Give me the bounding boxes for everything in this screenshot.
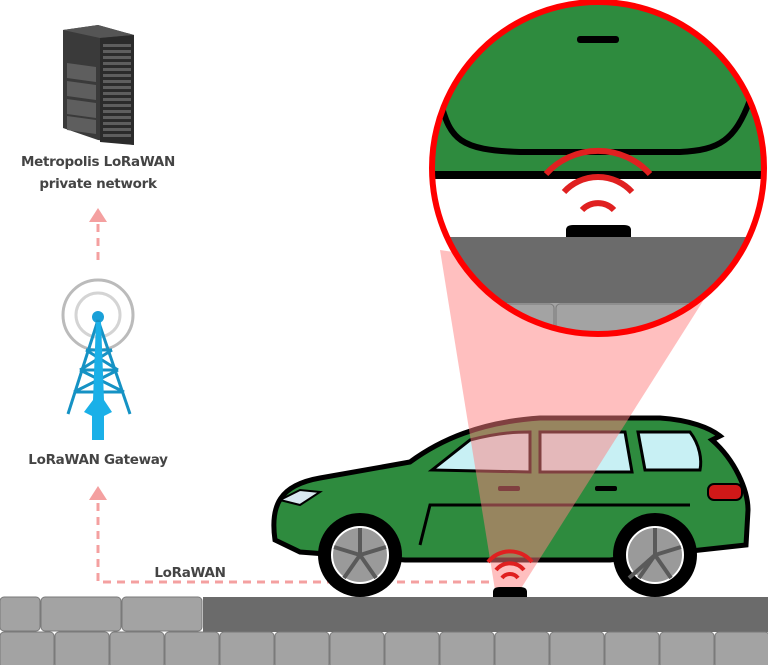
parking-sensor-icon [486, 549, 534, 597]
server-label-line1: Metropolis LoRaWAN [21, 154, 175, 170]
server-label-line2: private network [39, 176, 157, 192]
gateway-label: LoRaWAN Gateway [28, 452, 168, 468]
antenna-tower-icon [61, 278, 135, 440]
road [0, 596, 768, 665]
link-label: LoRaWAN [154, 565, 226, 581]
server-icon [63, 25, 134, 145]
uplink-arrow [89, 208, 107, 264]
magnifier-ring [429, 0, 767, 337]
server-label: Metropolis LoRaWAN private network [0, 151, 196, 195]
magnifier-cone [440, 250, 710, 590]
